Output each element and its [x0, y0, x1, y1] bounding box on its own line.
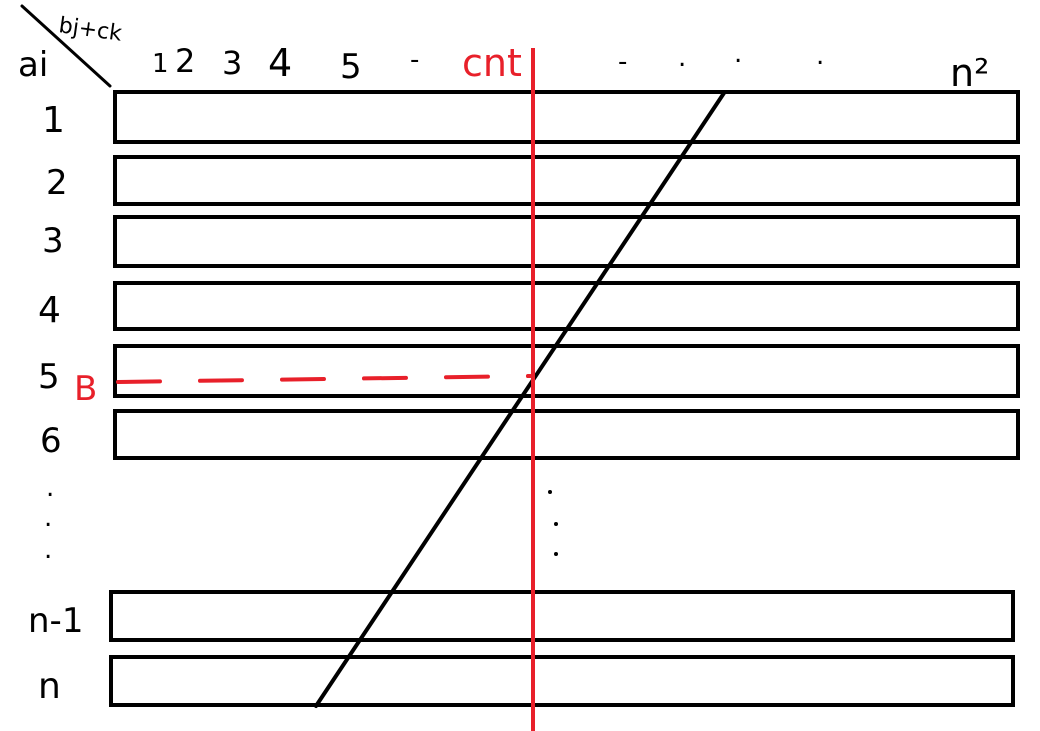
b-dashed-line — [116, 374, 534, 384]
b-marker-label: B — [74, 369, 97, 409]
column-label-cnt: cnt — [462, 41, 522, 85]
column-label: 5 — [340, 47, 362, 87]
row-box — [109, 655, 1015, 707]
row-box — [113, 215, 1020, 268]
corner-left-label: ai — [18, 45, 48, 85]
column-label: 1 — [152, 49, 169, 79]
corner-diagonal — [20, 4, 112, 88]
row-box — [113, 155, 1020, 206]
column-label: . — [816, 41, 824, 71]
corner-top-label: bj+ck — [57, 13, 123, 47]
ellipsis-dot — [554, 552, 558, 556]
column-label: n² — [950, 51, 989, 95]
row-box — [113, 281, 1020, 331]
row-label: . — [44, 503, 52, 533]
column-label: 4 — [268, 41, 292, 85]
row-box — [113, 90, 1020, 144]
ellipsis-dot — [554, 522, 558, 526]
column-label: . — [678, 43, 686, 73]
row-box — [113, 344, 1020, 398]
row-label: 6 — [40, 421, 62, 461]
row-label: 1 — [42, 100, 65, 141]
column-label: 3 — [222, 44, 242, 82]
row-box — [113, 409, 1020, 460]
column-label: - — [410, 45, 419, 75]
row-label: . — [46, 473, 54, 503]
row-label: n — [38, 666, 61, 707]
row-label: 4 — [38, 290, 61, 331]
row-label: . — [44, 535, 52, 565]
column-label: 2 — [175, 42, 195, 80]
row-label: 2 — [46, 163, 68, 203]
row-label: 3 — [42, 221, 64, 261]
row-label: 5 — [38, 357, 60, 397]
row-box — [109, 590, 1015, 642]
column-label: - — [618, 47, 627, 77]
row-label: n-1 — [28, 601, 83, 641]
ellipsis-dot — [548, 490, 552, 494]
diagonal-boundary-line — [314, 91, 726, 708]
column-label: . — [734, 39, 742, 69]
